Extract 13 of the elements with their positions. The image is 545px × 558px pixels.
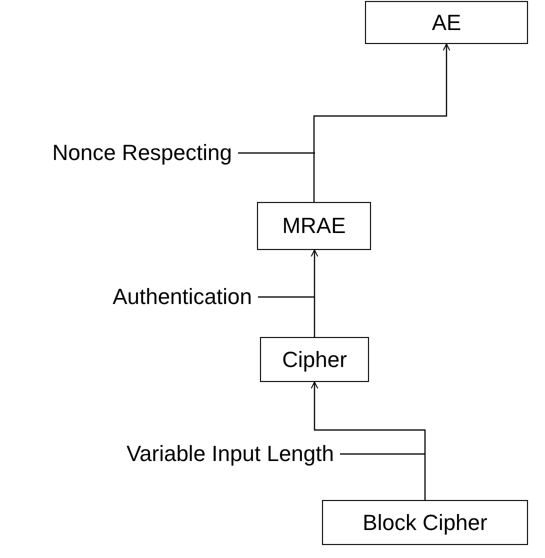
process-box: Block Cipher [322,500,528,545]
arrow [313,44,450,202]
leader-line [238,152,315,154]
edge-label: Nonce Respecting [0,138,232,168]
leader-line [340,453,425,455]
leader-line [258,296,315,298]
process-box: Cipher [260,337,369,382]
edge-label: Authentication [20,282,252,312]
process-box: MRAE [257,202,371,250]
arrow [310,250,318,337]
edge-label: Variable Input Length [20,439,334,469]
process-box: AE [365,1,528,44]
arrow [310,382,426,500]
